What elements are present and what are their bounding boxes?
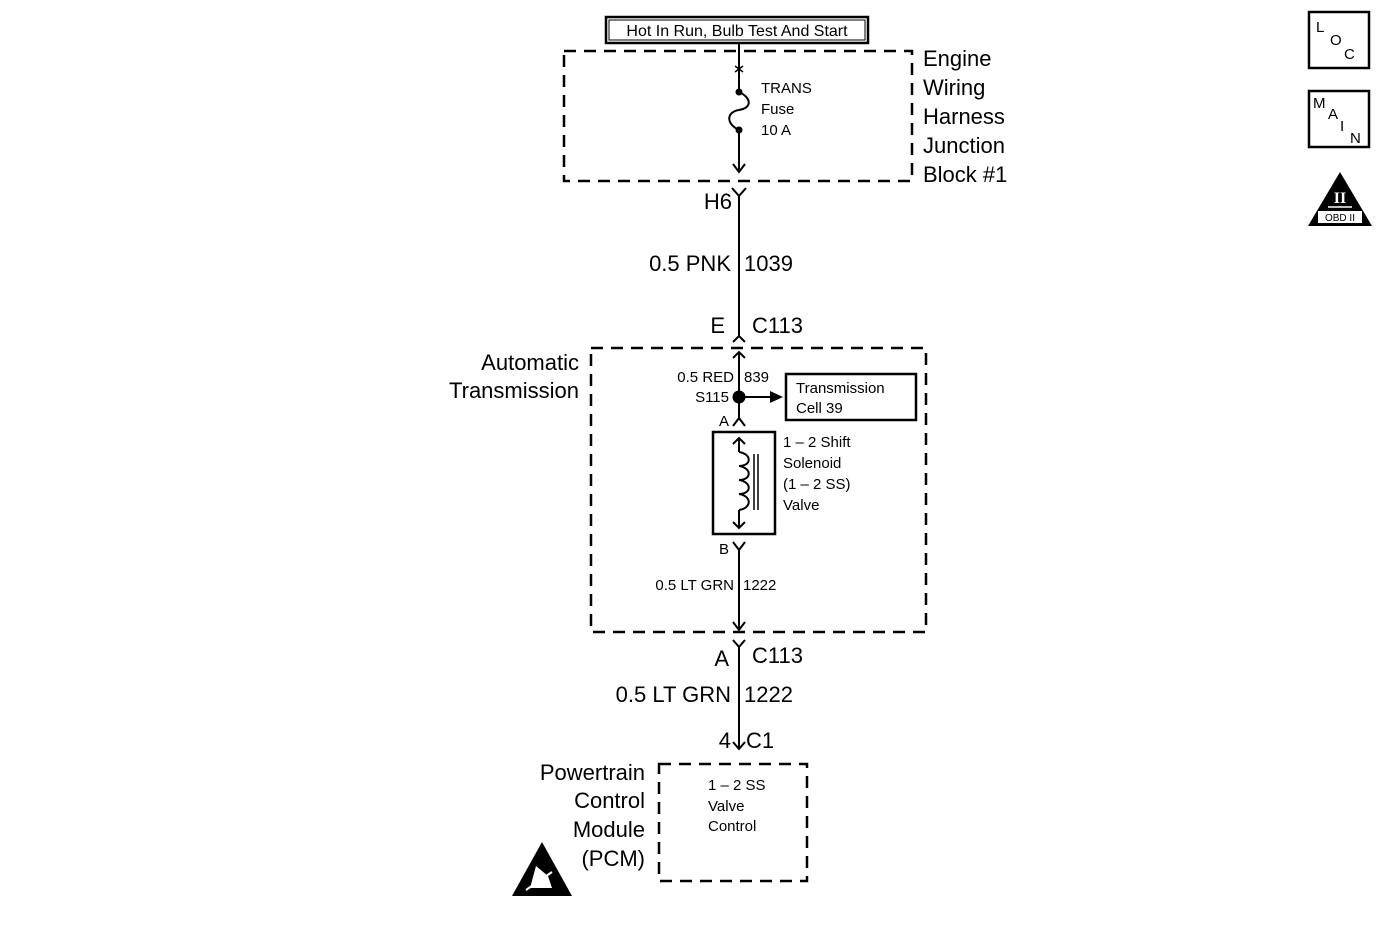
- pin-b-symbol: [732, 541, 746, 552]
- pin-a-label: A: [719, 413, 729, 430]
- c113-top-connector: C113: [752, 313, 803, 338]
- transmission-name: Automatic Transmission: [449, 350, 579, 403]
- esd-warning-icon: [512, 842, 572, 896]
- c1-connector: C1: [746, 728, 774, 753]
- wire-top-circuit: 1039: [744, 251, 793, 276]
- c1-connector-symbol: [732, 741, 746, 751]
- ref-box-line: Cell 39: [796, 400, 843, 417]
- loc-icon-letter: L: [1316, 19, 1324, 36]
- wire-inner-gauge-color: 0.5 LT GRN: [655, 577, 734, 594]
- fuse-label-line: Fuse: [761, 101, 794, 118]
- splice-label: S115: [695, 389, 729, 406]
- c113-bottom-pin: A: [714, 646, 729, 671]
- junction-block-name-line: Wiring: [923, 75, 985, 100]
- pcm-function-line: 1 – 2 SS: [708, 777, 766, 794]
- splice-branch-arrow: [770, 391, 783, 403]
- pcm-function-line: Valve: [708, 798, 744, 815]
- h6-connector-symbol: [731, 187, 747, 198]
- c113-bottom-connector-symbol: [732, 639, 746, 649]
- power-source-label: Hot In Run, Bulb Test And Start: [604, 15, 870, 45]
- transmission-cell-ref-box[interactable]: [784, 372, 918, 422]
- pcm-name-line: Control: [574, 788, 645, 813]
- fuse-label: TRANS Fuse 10 A: [761, 80, 812, 139]
- c113-top-connector-symbol: [732, 334, 746, 343]
- junction-block-name-line: Engine: [923, 46, 992, 71]
- solenoid-symbol: [711, 430, 777, 536]
- obd-label: OBD II: [1325, 213, 1355, 224]
- pcm-name-line: Powertrain: [540, 760, 645, 785]
- ref-box-line: Transmission: [796, 380, 885, 397]
- fuse-label-line: 10 A: [761, 122, 791, 139]
- wire-red-circuit: 839: [744, 369, 769, 386]
- pcm-boundary: [657, 762, 809, 883]
- junction-block-boundary: [562, 49, 914, 183]
- pcm-function-line: Control: [708, 818, 756, 835]
- loc-icon-letter: C: [1344, 46, 1355, 63]
- junction-block-name-line: Harness: [923, 104, 1005, 129]
- solenoid-label-line: 1 – 2 Shift: [783, 434, 851, 451]
- inner-bottom-arrow: [732, 621, 746, 632]
- c113-bottom-connector: C113: [752, 643, 803, 668]
- pin-a-symbol: [732, 416, 746, 427]
- power-source-inner-border: [608, 19, 866, 41]
- pin-b-label: B: [719, 541, 729, 558]
- obd-ii-icon[interactable]: II OBD II: [1308, 172, 1372, 226]
- solenoid-label-line: Valve: [783, 497, 819, 514]
- wire-top-gauge-color: 0.5 PNK: [649, 251, 731, 276]
- loc-icon[interactable]: L O C: [1307, 10, 1371, 70]
- wire-red-gauge-color: 0.5 RED: [677, 369, 734, 386]
- main-icon-letter: N: [1350, 130, 1361, 147]
- solenoid-label-line: (1 – 2 SS): [783, 476, 851, 493]
- pcm-name: Powertrain Control Module (PCM): [540, 760, 645, 871]
- junction-block-name: Engine Wiring Harness Junction Block #1: [923, 46, 1007, 187]
- main-icon-letter: M: [1313, 95, 1326, 112]
- power-source-text: Hot In Run, Bulb Test And Start: [626, 23, 848, 40]
- pcm-name-line: (PCM): [581, 846, 645, 871]
- transmission-name-line: Transmission: [449, 378, 579, 403]
- power-source-box: [604, 15, 870, 45]
- main-icon-letter: A: [1328, 106, 1338, 123]
- wire-bottom-gauge-color: 0.5 LT GRN: [616, 682, 731, 707]
- junction-block-name-line: Block #1: [923, 162, 1007, 187]
- junction-block-name-line: Junction: [923, 133, 1005, 158]
- wire-inner-circuit: 1222: [743, 577, 776, 594]
- transmission-boundary: [589, 346, 928, 634]
- c1-pin: 4: [719, 728, 731, 753]
- main-icon[interactable]: M A I N: [1307, 89, 1371, 149]
- wire-bottom-circuit: 1222: [744, 682, 793, 707]
- pcm-function: 1 – 2 SS Valve Control: [708, 777, 766, 835]
- solenoid-label-line: Solenoid: [783, 455, 841, 472]
- pcm-name-line: Module: [573, 817, 645, 842]
- solenoid-label: 1 – 2 Shift Solenoid (1 – 2 SS) Valve: [783, 434, 851, 514]
- main-icon-letter: I: [1340, 118, 1344, 135]
- fuse-label-line: TRANS: [761, 80, 812, 97]
- c113-top-pin: E: [710, 313, 725, 338]
- transmission-name-line: Automatic: [481, 350, 579, 375]
- h6-pin-label: H6: [704, 189, 732, 214]
- fuse-symbol: [728, 43, 750, 174]
- obd-numeral: II: [1334, 190, 1346, 207]
- loc-icon-letter: O: [1330, 32, 1342, 49]
